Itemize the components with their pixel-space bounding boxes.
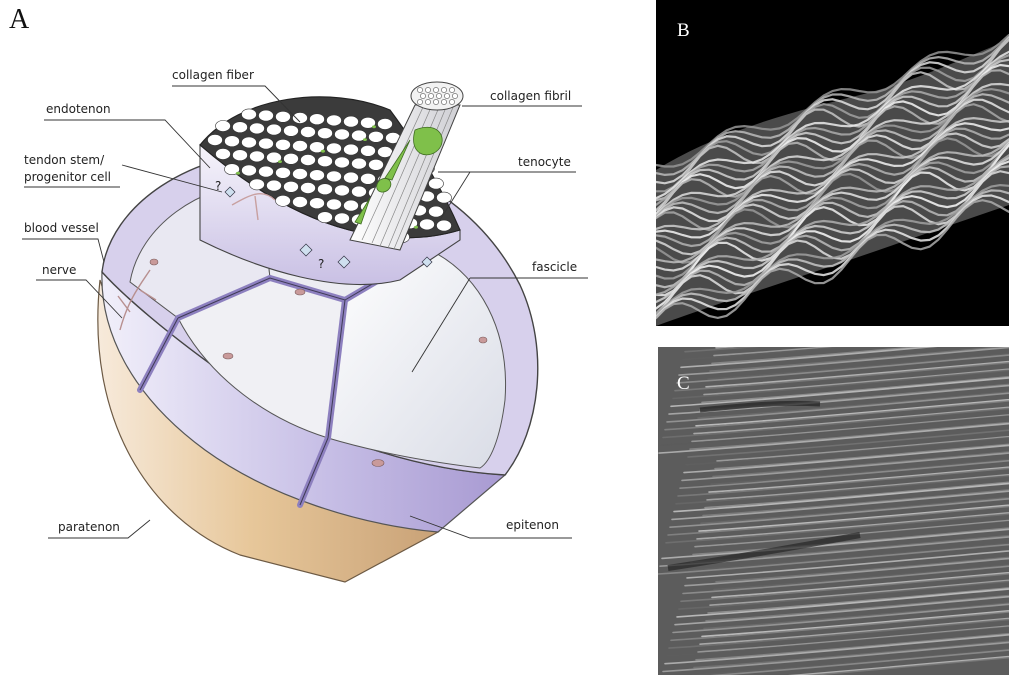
svg-text:progenitor cell: progenitor cell: [24, 170, 111, 184]
label-blood-vessel: blood vessel: [22, 221, 104, 262]
svg-text:nerve: nerve: [42, 263, 76, 277]
micrograph-b: B: [656, 0, 1009, 326]
panel-label-b: B: [677, 20, 690, 41]
panel-label-c: C: [677, 373, 690, 394]
svg-text:endotenon: endotenon: [46, 102, 111, 116]
svg-text:blood vessel: blood vessel: [24, 221, 99, 235]
svg-text:collagen fiber: collagen fiber: [172, 68, 254, 82]
label-paratenon: paratenon: [48, 520, 150, 538]
svg-text:tendon stem/: tendon stem/: [24, 153, 105, 167]
svg-text:epitenon: epitenon: [506, 518, 559, 532]
svg-text:collagen fibril: collagen fibril: [490, 89, 571, 103]
svg-text:tenocyte: tenocyte: [518, 155, 571, 169]
question-mark-1: ?: [318, 257, 324, 271]
svg-text:fascicle: fascicle: [532, 260, 577, 274]
micrograph-c: C: [658, 308, 1009, 675]
svg-text:paratenon: paratenon: [58, 520, 120, 534]
label-collagen-fibril: collagen fibril: [462, 89, 582, 106]
tendon-diagram: ? ? collagen fiber collagen fibril endot…: [22, 68, 588, 582]
